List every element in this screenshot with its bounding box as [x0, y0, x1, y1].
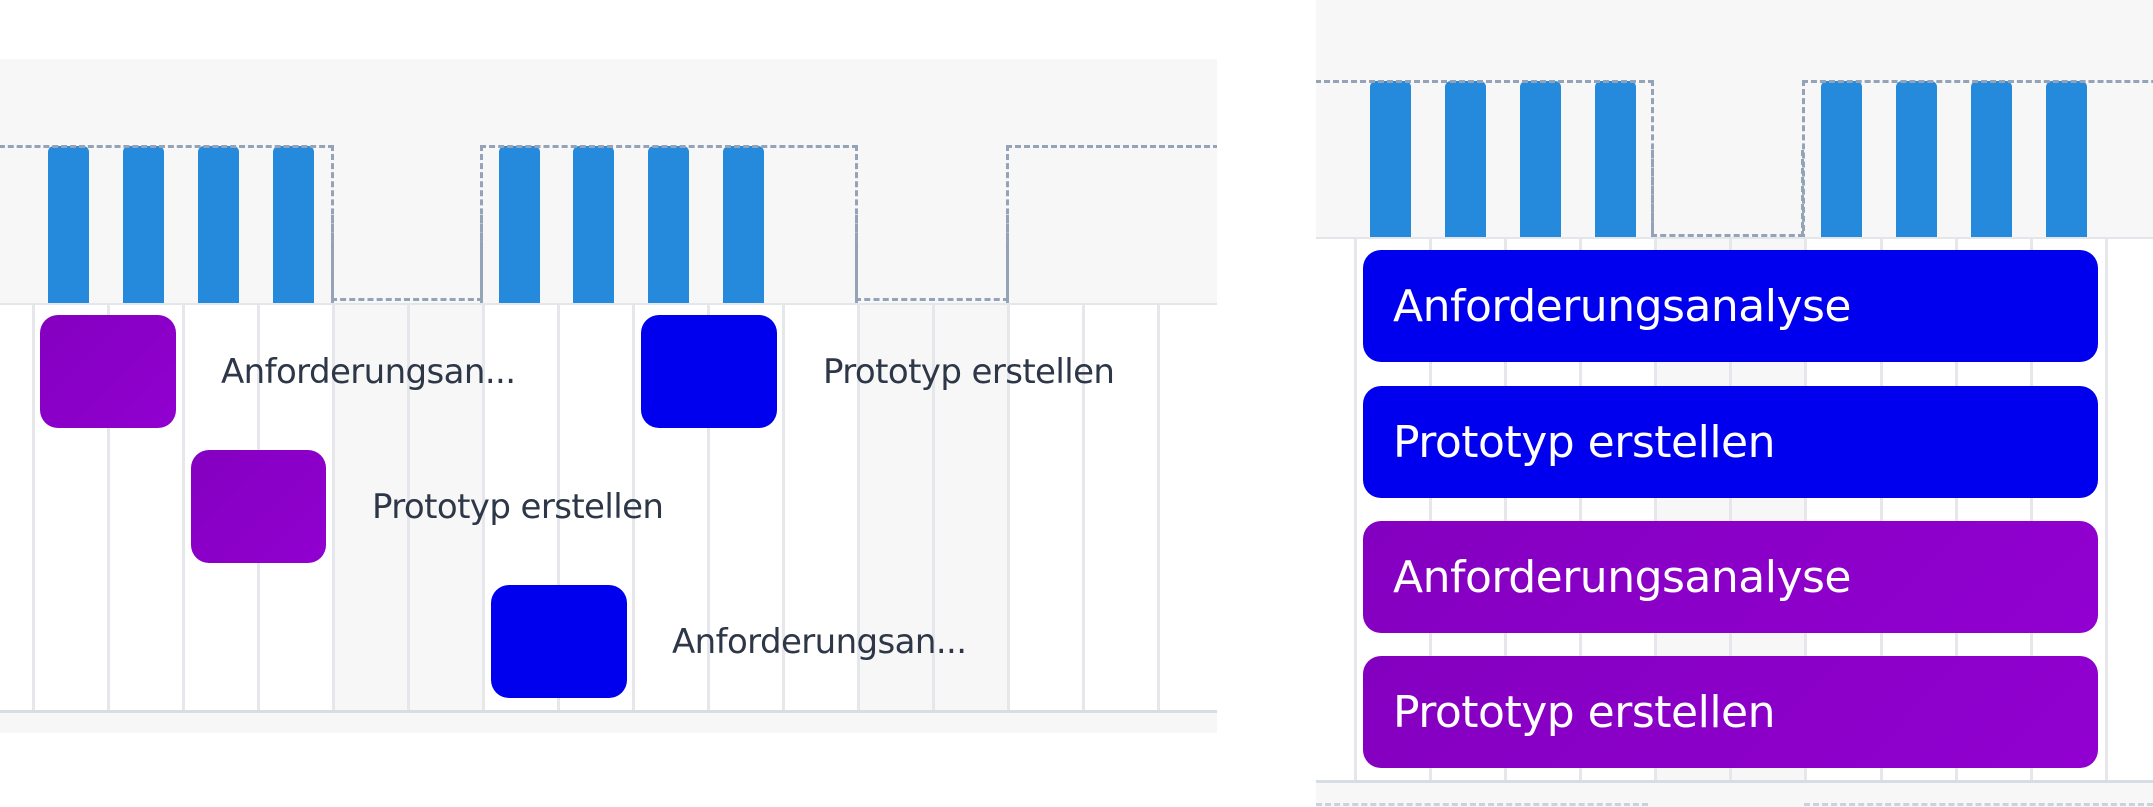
day-bar — [723, 146, 764, 303]
footer-separator — [0, 710, 1217, 713]
day-bar — [123, 146, 164, 303]
task-bar-anforderungsanalyse[interactable]: Anforderungsanalyse — [1363, 250, 2098, 362]
task-bar-prototyp-erstellen[interactable] — [191, 450, 326, 563]
gridline — [1007, 305, 1010, 711]
task-bar-label: Prototyp erstellen — [1393, 416, 1776, 468]
task-bar-anforderungsanalyse[interactable] — [491, 585, 627, 698]
timeline-header — [1316, 0, 2153, 240]
gridline — [1729, 239, 1732, 781]
gridline — [782, 305, 785, 711]
day-bar — [1821, 81, 1862, 237]
weekend-gap-frame — [331, 215, 483, 301]
task-bar-label: Anforderungsanalyse — [1393, 551, 1852, 603]
task-bar-prototyp-erstellen[interactable]: Prototyp erstellen — [1363, 386, 2098, 498]
gridline — [107, 305, 110, 711]
timeline-body: Anforderungsan... Prototyp erstellen Pro… — [0, 305, 1217, 711]
gridline — [1579, 239, 1582, 781]
week-frame — [1316, 803, 1648, 806]
day-bar — [2046, 81, 2087, 237]
gridline — [1354, 239, 1357, 781]
gridline — [1082, 305, 1085, 711]
task-bar-label: Prototyp erstellen — [1393, 686, 1776, 738]
day-bar — [273, 146, 314, 303]
gridline — [1157, 305, 1160, 711]
day-bar — [1971, 81, 2012, 237]
gridline — [857, 305, 860, 711]
header-separator — [0, 303, 1217, 305]
gridline — [1955, 239, 1958, 781]
day-bar — [1595, 81, 1636, 237]
timeline-panel-right: Anforderungsanalyse Prototyp erstellen A… — [1316, 0, 2153, 807]
timeline-header — [0, 59, 1217, 305]
day-bar — [573, 146, 614, 303]
day-bar — [1445, 81, 1486, 237]
gridline — [407, 305, 410, 711]
week-frame — [1316, 80, 1654, 240]
day-bar — [48, 146, 89, 303]
task-bar-prototyp-erstellen[interactable]: Prototyp erstellen — [1363, 656, 2098, 768]
timeline-footer — [0, 713, 1217, 733]
week-frame — [480, 145, 858, 305]
timeline-footer — [1316, 783, 2153, 807]
week-frame — [0, 145, 334, 305]
gridline — [932, 305, 935, 711]
day-bar — [1370, 81, 1411, 237]
weekend-gap-frame — [1651, 150, 1804, 237]
task-bar-label: Anforderungsanalyse — [1393, 280, 1852, 332]
gridline — [1654, 239, 1657, 781]
task-label: Anforderungsan... — [672, 622, 967, 662]
gridline — [1880, 239, 1883, 781]
weekend-gap-frame — [855, 215, 1009, 301]
day-bar — [1520, 81, 1561, 237]
day-bar — [648, 146, 689, 303]
task-bar-anforderungsanalyse[interactable] — [40, 315, 176, 428]
day-bar — [499, 146, 540, 303]
footer-separator — [1316, 780, 2153, 783]
week-frame — [1804, 803, 2153, 806]
gridline — [182, 305, 185, 711]
gridline — [1804, 239, 1807, 781]
gridline — [557, 305, 560, 711]
gridline — [1429, 239, 1432, 781]
task-bar-anforderungsanalyse[interactable]: Anforderungsanalyse — [1363, 521, 2098, 633]
gridline — [482, 305, 485, 711]
task-bar-prototyp-erstellen[interactable] — [641, 315, 777, 428]
timeline-panel-left: Anforderungsan... Prototyp erstellen Pro… — [0, 59, 1217, 733]
gridline — [2105, 239, 2108, 781]
header-separator — [1316, 237, 2153, 239]
day-bar — [1896, 81, 1937, 237]
week-frame — [1006, 145, 1217, 305]
task-label: Prototyp erstellen — [372, 487, 664, 527]
task-label: Prototyp erstellen — [823, 352, 1115, 392]
gridline — [2030, 239, 2033, 781]
gridline — [32, 305, 35, 711]
task-label: Anforderungsan... — [221, 352, 516, 392]
gridline — [1504, 239, 1507, 781]
week-frame — [1802, 80, 2153, 240]
day-bar — [198, 146, 239, 303]
gridline — [632, 305, 635, 711]
gridline — [332, 305, 335, 711]
gridline — [707, 305, 710, 711]
timeline-body: Anforderungsanalyse Prototyp erstellen A… — [1316, 239, 2153, 781]
